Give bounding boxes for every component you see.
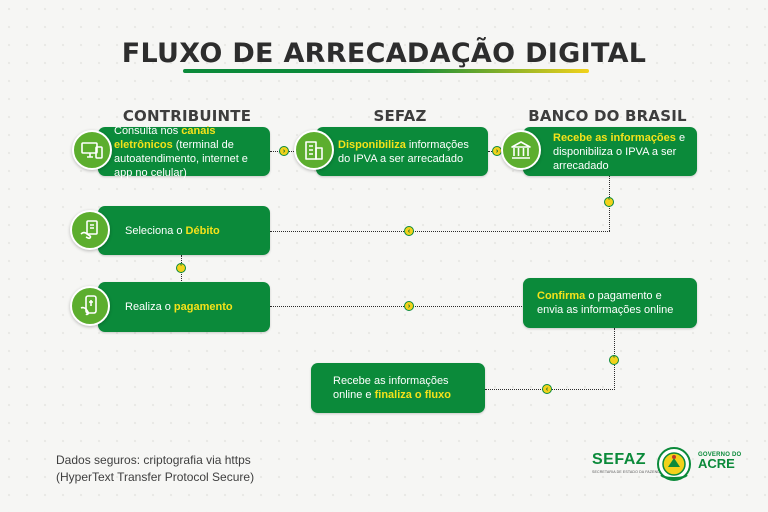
connector-realiza-confirma: [270, 306, 524, 307]
step-text: o pagamento e envia as informações onlin…: [537, 290, 674, 316]
step-highlight: pagamento: [173, 301, 233, 313]
step-highlight: Recebe as informações: [553, 131, 676, 144]
step-text: Seleciona o: [125, 224, 186, 237]
step-text: Realiza o: [125, 301, 174, 313]
sefaz-logo-text: SEFAZ: [592, 451, 647, 468]
step-seleciona: Seleciona o Débito: [98, 206, 270, 255]
arrow-node-down: ˇ: [176, 263, 186, 273]
acre-coat-of-arms-icon: [657, 447, 691, 481]
step-disponibiliza-text: Disponibiliza informações do IPVA a ser …: [338, 138, 480, 166]
column-header-banco: BANCO DO BRASIL: [528, 107, 687, 125]
building-icon: [294, 130, 334, 170]
footer-line: Dados seguros: criptografia via https: [56, 453, 251, 467]
step-finaliza: Recebe as informações online e finaliza …: [311, 363, 485, 413]
step-text: informações do IPVA a ser arrecadado: [338, 138, 469, 165]
step-text: (terminal de autoatendimento, internet e…: [114, 138, 248, 179]
step-realiza: Realiza o pagamento: [98, 282, 270, 332]
arrow-node-right: ›: [404, 301, 414, 311]
arrow-node-left: ‹: [542, 384, 552, 394]
step-recebe-banco-text: Recebe as informações e disponibiliza o …: [553, 131, 691, 173]
step-confirma: Confirma o pagamento e envia as informaç…: [523, 278, 697, 328]
computer-phone-icon: [72, 130, 112, 170]
step-highlight: Disponibiliza: [338, 138, 406, 151]
step-seleciona-text: Seleciona o Débito: [125, 224, 220, 238]
title-underline: [183, 69, 589, 73]
step-finaliza-text: Recebe as informações online e finaliza …: [333, 374, 477, 402]
step-highlight: Confirma: [537, 290, 586, 302]
step-text: Consulta nos: [114, 124, 182, 137]
column-header-sefaz: SEFAZ: [373, 107, 427, 125]
step-recebe-banco: Recebe as informações e disponibiliza o …: [523, 127, 697, 176]
sefaz-logo: SEFAZ SECRETARIA DE ESTADO DA FAZENDA: [592, 451, 662, 474]
governo-acre-logo: GOVERNO DO ACRE: [698, 452, 741, 470]
step-consulta: Consulta nos canais eletrônicos (termina…: [98, 125, 270, 179]
connector-consulta-sefaz: [270, 151, 316, 152]
step-highlight: finaliza o fluxo: [374, 389, 451, 401]
document-hand-icon: [70, 210, 110, 250]
step-text: Recebe as informações online e: [333, 375, 449, 401]
arrow-node-right: ›: [279, 146, 289, 156]
phone-payment-icon: [70, 286, 110, 326]
arrow-node-left: ‹: [404, 226, 414, 236]
column-header-contribuinte: CONTRIBUINTE: [122, 107, 252, 125]
step-text: e disponibiliza o IPVA a ser arrecadado: [553, 131, 686, 172]
step-disponibiliza: Disponibiliza informações do IPVA a ser …: [316, 127, 488, 176]
gov-logo-top: GOVERNO DO: [698, 452, 742, 458]
connector-banco-seleciona: [270, 231, 610, 232]
bank-icon: [501, 130, 541, 170]
step-highlight: canais eletrônicos: [114, 124, 216, 151]
gov-logo-main: ACRE: [698, 456, 735, 471]
step-consulta-text: Consulta nos canais eletrônicos (termina…: [114, 124, 264, 180]
sefaz-logo-subtitle: SECRETARIA DE ESTADO DA FAZENDA: [592, 470, 663, 474]
arrow-node-down: ˇ: [609, 355, 619, 365]
step-confirma-text: Confirma o pagamento e envia as informaç…: [537, 289, 689, 317]
step-highlight: Débito: [185, 224, 220, 237]
step-realiza-text: Realiza o pagamento: [125, 300, 233, 314]
page-title: FLUXO DE ARRECADAÇÃO DIGITAL: [121, 38, 647, 69]
footer-note: Dados seguros: criptografia via https (H…: [56, 452, 254, 486]
arrow-node-down: ˇ: [604, 197, 614, 207]
footer-line: (HyperText Transfer Protocol Secure): [56, 470, 255, 484]
